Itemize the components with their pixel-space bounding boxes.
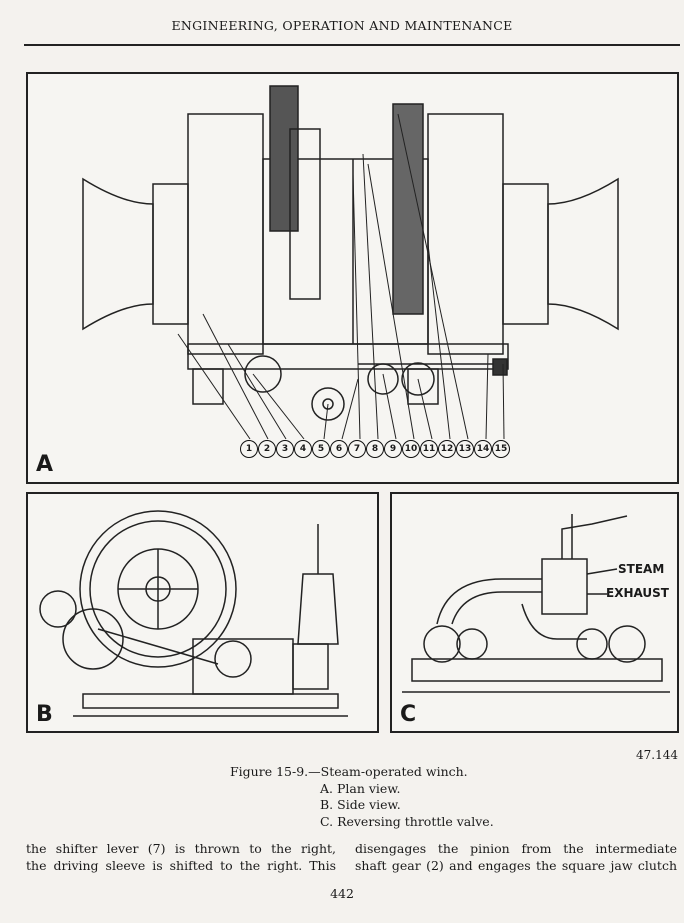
callout-1: 1: [240, 440, 258, 458]
text-line: disengages the pinion from the intermedi…: [355, 841, 677, 856]
caption-item: C. Reversing throttle valve.: [320, 813, 494, 829]
figure-caption: Figure 15-9.—Steam-operated winch. A. Pl…: [230, 764, 494, 830]
body-text-left-column: the shifter lever (7) is thrown to the r…: [26, 840, 336, 874]
body-text-right-column: disengages the pinion from the intermedi…: [355, 840, 677, 874]
header-rule: [24, 44, 680, 46]
running-head: ENGINEERING, OPERATION AND MAINTENANCE: [171, 18, 513, 33]
callout-14: 14: [474, 440, 492, 458]
callout-5: 5: [312, 440, 330, 458]
caption-item: A. Plan view.: [320, 780, 401, 796]
plan-view-drawing: [82, 85, 619, 440]
callout-3: 3: [276, 440, 294, 458]
panel-letter-b: B: [34, 702, 55, 727]
callout-7: 7: [348, 440, 366, 458]
callout-8: 8: [366, 440, 384, 458]
callout-10: 10: [402, 440, 420, 458]
text-line: the shifter lever (7) is thrown to the r…: [26, 841, 336, 856]
callout-2: 2: [258, 440, 276, 458]
callout-13: 13: [456, 440, 474, 458]
figure-panel-plan-view: 1 2 3 4 5 6 7 8 9 10 11 12 13 14 15 A: [26, 72, 679, 484]
caption-title: Figure 15-9.—Steam-operated winch.: [230, 764, 468, 779]
throttle-valve-drawing: [402, 514, 670, 693]
text-line: the driving sleeve is shifted to the rig…: [26, 858, 336, 873]
callout-11: 11: [420, 440, 438, 458]
side-view-drawing: [39, 510, 348, 717]
page-number: 442: [330, 886, 354, 901]
panel-letter-c: C: [398, 702, 419, 727]
text-line: shaft gear (2) and engages the square ja…: [355, 858, 677, 873]
callout-12: 12: [438, 440, 456, 458]
panel-letter-a: A: [34, 452, 56, 477]
callout-6: 6: [330, 440, 348, 458]
figure-panel-side-view: B: [26, 492, 379, 733]
exhaust-label: EXHAUST: [606, 586, 669, 600]
callout-15: 15: [492, 440, 510, 458]
callout-4: 4: [294, 440, 312, 458]
callout-9: 9: [384, 440, 402, 458]
figure-panel-reversing-throttle-valve: STEAM EXHAUST C: [390, 492, 679, 733]
figure-id: 47.144: [636, 748, 678, 762]
steam-label: STEAM: [618, 562, 665, 576]
caption-item: B. Side view.: [320, 797, 401, 812]
